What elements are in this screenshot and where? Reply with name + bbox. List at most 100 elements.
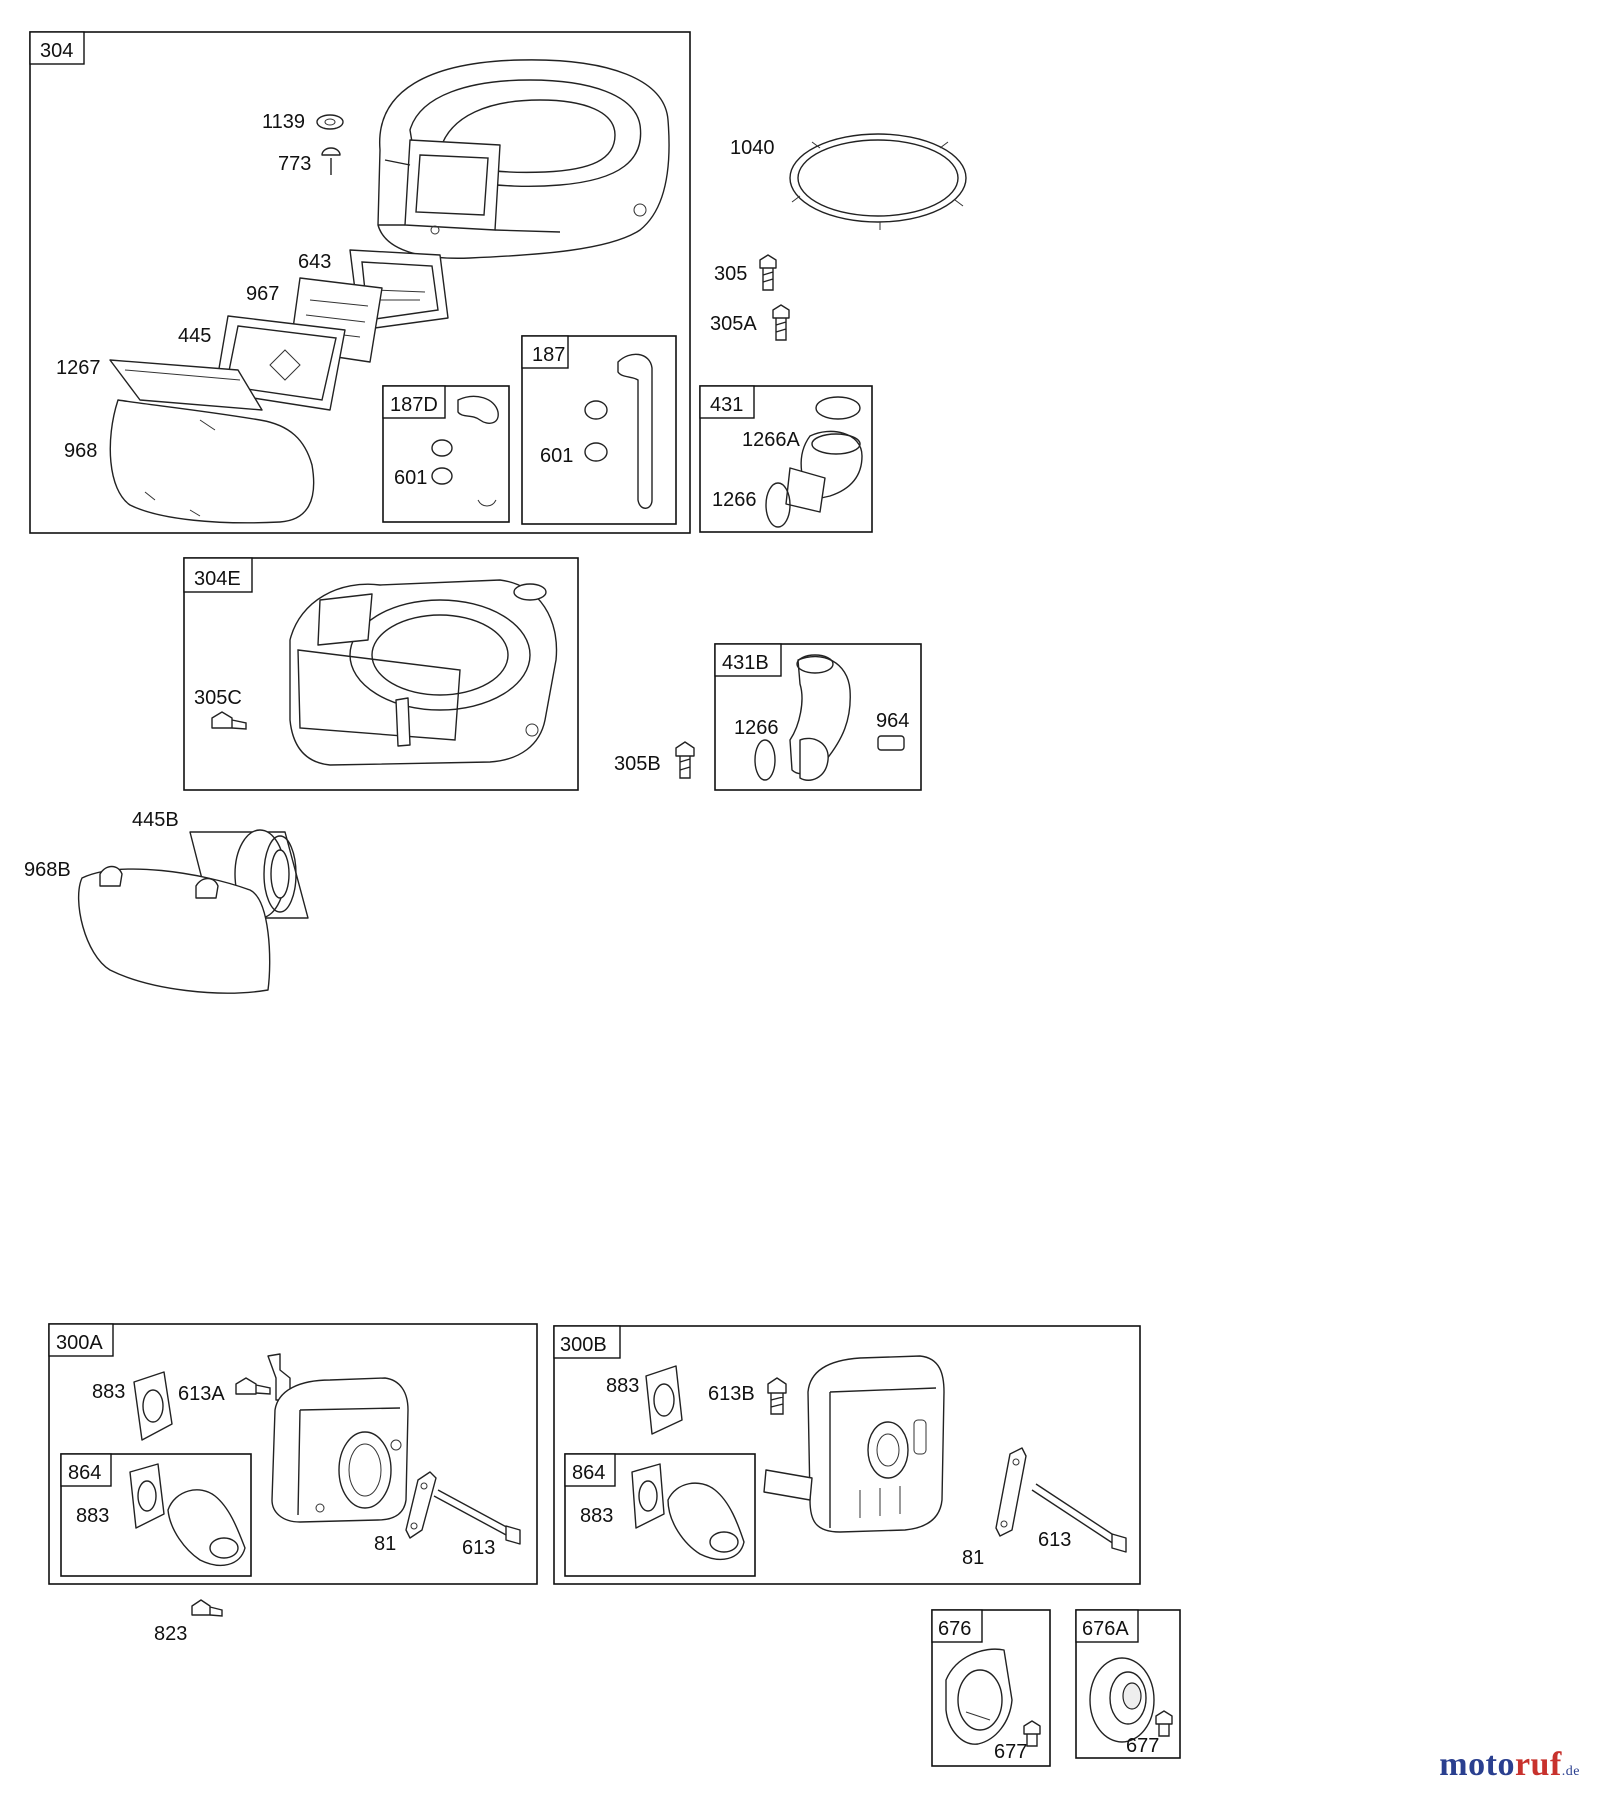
callout-305A: 305A [710,313,757,335]
group-864-b-tag [564,1453,616,1487]
intake-elbow-part [785,430,863,513]
group-300B: 300B 883 613B 864 [553,1325,1141,1585]
flange-part [667,1482,745,1561]
gasket-part [133,1371,173,1441]
callout-964: 964 [876,710,909,732]
part-968 [109,399,315,524]
intake-elbow-part [789,654,851,781]
group-431-label: 431 [710,394,743,416]
group-431B-frame [714,643,922,791]
group-431-frame [699,385,873,533]
group-431B: 431B 1266 964 [714,643,922,791]
group-676: 676 677 [931,1609,1051,1767]
callout-613A: 613A [178,1383,225,1405]
flange-part [167,1489,246,1567]
group-676-label: 676 [938,1618,971,1640]
callout-1266-a: 1266 [712,489,757,511]
callout-883-c: 883 [606,1375,639,1397]
callout-81-b: 81 [962,1547,984,1569]
group-300A-label: 300A [56,1332,103,1354]
part-1266 [765,482,791,528]
group-864-a: 864 883 [60,1453,252,1577]
callout-643: 643 [298,251,331,273]
muffler-part [267,1353,409,1523]
group-300B-frame [553,1325,1141,1585]
deflector-part [1089,1657,1155,1743]
group-676-tag [931,1609,983,1643]
part-773 [321,147,341,175]
part-968B [78,865,271,994]
callout-883-b: 883 [76,1505,109,1527]
part-305A [772,304,790,341]
screw-part [1023,1720,1041,1747]
group-864-a-tag [60,1453,112,1487]
group-676A-label: 676A [1082,1618,1129,1640]
group-304E-frame [183,557,579,791]
group-304-frame [29,31,691,534]
callout-677-b: 677 [1126,1735,1159,1757]
brand-logo: motoruf.de [1439,1746,1580,1784]
callout-883-d: 883 [580,1505,613,1527]
callout-773: 773 [278,153,311,175]
callout-1267: 1267 [56,357,101,379]
deflector-part [945,1648,1013,1745]
gasket-part [631,1463,665,1529]
muffler-part [763,1355,945,1533]
group-431B-label: 431B [722,652,769,674]
callout-613-b: 613 [1038,1529,1071,1551]
callout-1266A: 1266A [742,429,800,451]
group-187D-tag [382,385,446,419]
part-823 [191,1599,223,1617]
group-431B-tag [714,643,782,677]
callout-613B: 613B [708,1383,755,1405]
group-187: 187 601 [521,335,677,525]
group-304-label: 304 [40,40,73,62]
group-431: 431 1266A 1266 [699,385,873,533]
brand-tld: .de [1561,1764,1580,1779]
group-864-b: 864 883 [564,1453,756,1577]
clamp-part [431,439,453,485]
callout-968B: 968B [24,859,71,881]
callout-81-a: 81 [374,1533,396,1555]
group-187D-label: 187D [390,394,438,416]
group-187D: 187D 601 [382,385,510,523]
callout-601-b: 601 [540,445,573,467]
callout-677-a: 677 [994,1741,1027,1763]
clamp-part [584,400,608,462]
group-300A: 300A 883 613A 864 [48,1323,538,1585]
blower-housing-part [377,59,670,259]
group-676-frame [931,1609,1051,1767]
callout-305: 305 [714,263,747,285]
group-864-a-frame [60,1453,252,1577]
part-1266A [815,396,861,420]
callout-968: 968 [64,440,97,462]
group-300B-tag [553,1325,621,1359]
group-864-a-label: 864 [68,1462,101,1484]
group-304E-tag [183,557,253,593]
brand-part2: ruf [1514,1746,1562,1783]
group-300A-tag [48,1323,114,1357]
group-304: 304 1139 773 643 [29,31,691,534]
bracket-part [995,1447,1027,1537]
group-304-tag [29,31,85,65]
part-1139 [316,114,344,130]
group-304E: 304E 305C [183,557,579,791]
callout-305B: 305B [614,753,661,775]
group-187-tag [521,335,569,369]
callout-1266-b: 1266 [734,717,779,739]
group-187-label: 187 [532,344,565,366]
stud-part [433,1489,521,1545]
group-300A-frame [48,1323,538,1585]
part-1266 [754,739,776,781]
hose-part [617,353,653,509]
gasket-part [645,1365,683,1435]
group-304E-label: 304E [194,568,241,590]
screw-part [235,1377,271,1395]
gasket-part [129,1463,165,1529]
part-1267 [109,359,263,411]
stud-part [1031,1483,1127,1553]
callout-601-a: 601 [394,467,427,489]
callout-445: 445 [178,325,211,347]
group-676A-tag [1075,1609,1139,1643]
